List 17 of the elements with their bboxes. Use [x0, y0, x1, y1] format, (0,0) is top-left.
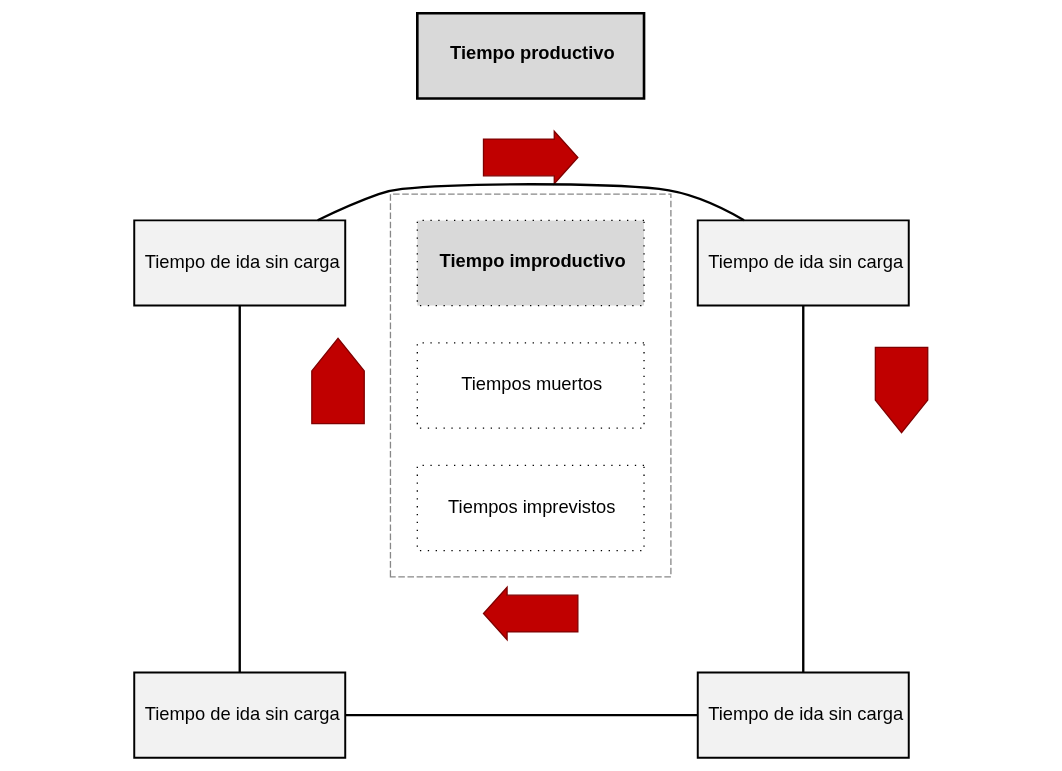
- node-arrow: [874, 346, 929, 434]
- connector: [317, 183, 745, 222]
- node-box: Tiempo de ida sin carga: [696, 671, 910, 759]
- node-box: Tiempo productivo: [416, 12, 646, 100]
- node-arrow: [311, 337, 365, 425]
- node-box: Tiempo de ida sin carga: [696, 219, 910, 307]
- node-box: Tiempo de ida sin carga: [133, 219, 347, 307]
- node-box: Tiempos muertos: [416, 342, 645, 429]
- connector: [238, 305, 241, 673]
- node-box: Tiempo improductivo: [416, 219, 645, 307]
- node-box: Tiempos imprevistos: [416, 464, 645, 552]
- connector: [802, 305, 805, 673]
- cluster: [389, 193, 672, 578]
- node-box: Tiempo de ida sin carga: [133, 671, 347, 759]
- connector: [345, 713, 698, 717]
- node-arrow: [482, 585, 579, 642]
- node-arrow: [482, 129, 579, 186]
